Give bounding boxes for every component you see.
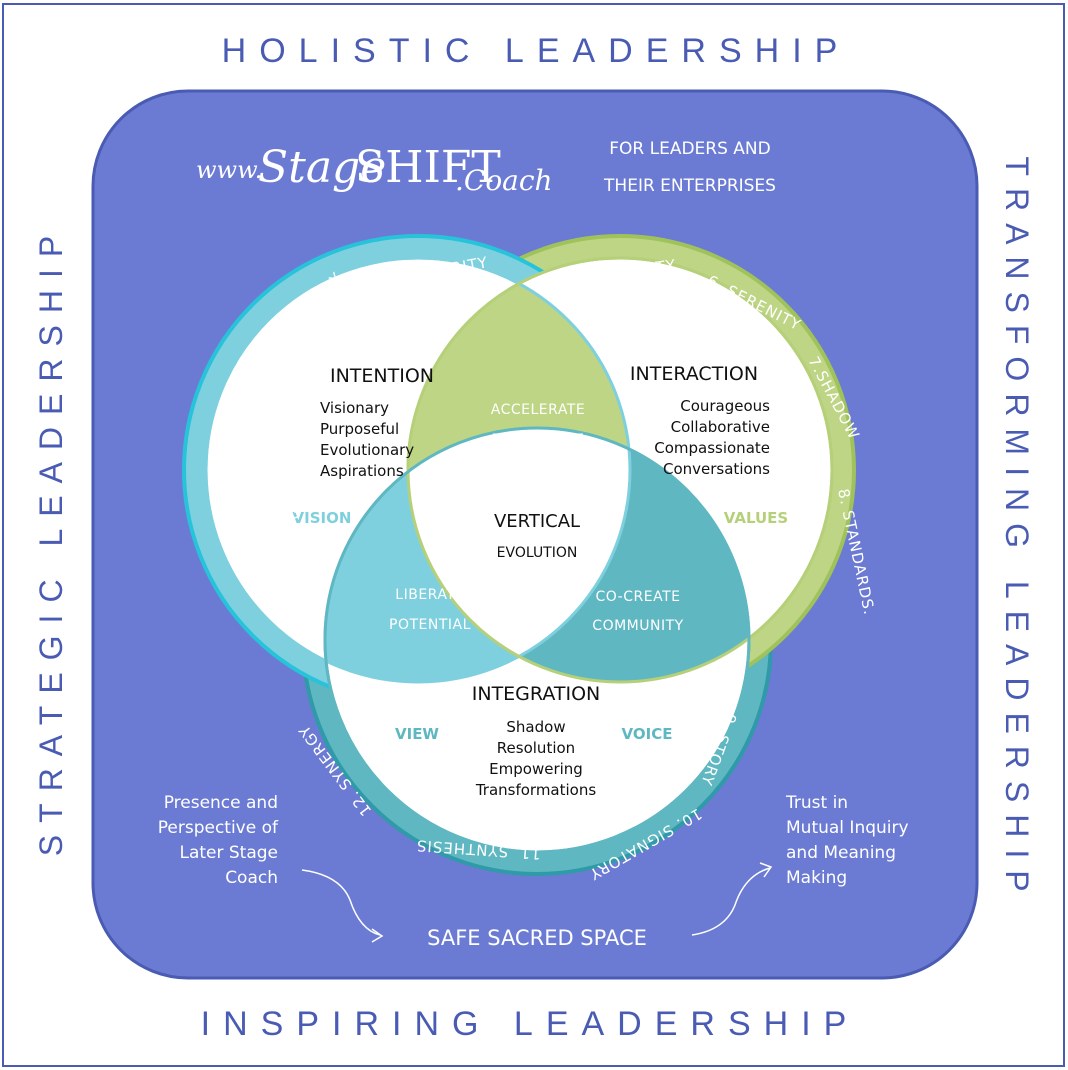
title-left: STRATEGIC LEADERSHIP — [33, 224, 69, 856]
values-word: VALUES — [724, 509, 788, 527]
view-word: VIEW — [395, 725, 439, 743]
presence-line-3: Later Stage — [179, 843, 278, 863]
interaction-line-4: Conversations — [663, 460, 770, 478]
intention-outline — [204, 256, 632, 684]
interaction-line-3: Compassionate — [654, 439, 770, 457]
lens-right-line-2: COMMUNITY — [592, 618, 683, 634]
integration-line-4: Transformations — [475, 781, 597, 799]
lens-right-line-1: CO-CREATE — [596, 589, 681, 605]
svg-text:Stage: Stage — [258, 142, 386, 193]
trust-line-1: Trust in — [785, 793, 848, 813]
title-bottom: INSPIRING LEADERSHIP — [201, 1005, 860, 1043]
arrow-left-icon — [301, 869, 384, 943]
interaction-line-2: Collaborative — [671, 418, 770, 436]
lens-left-line-2: POTENTIAL — [389, 617, 471, 633]
core-subtitle: EVOLUTION — [497, 545, 578, 561]
vision-word: VISION — [293, 509, 352, 527]
integration-outline — [323, 426, 751, 854]
title-top: HOLISTIC LEADERSHIP — [222, 32, 851, 70]
integration-line-1: Shadow — [506, 718, 565, 736]
interaction-title: INTERACTION — [630, 363, 758, 385]
intention-line-2: Purposeful — [320, 420, 399, 438]
intention-line-1: Visionary — [320, 399, 389, 417]
title-right: TRANSFORMING LEADERSHIP — [999, 156, 1035, 903]
interaction-line-1: Courageous — [680, 397, 770, 415]
svg-text:SHIFT: SHIFT — [355, 142, 501, 193]
trust-line-3: and Meaning — [786, 843, 896, 863]
presence-line-2: Perspective of — [158, 818, 279, 838]
tagline-line-2: THEIR ENTERPRISES — [603, 176, 776, 196]
voice-word: VOICE — [622, 725, 673, 743]
core-center — [407, 428, 631, 683]
trust-line-2: Mutual Inquiry — [786, 818, 909, 838]
presence-line-4: Coach — [225, 868, 278, 888]
integration-title: INTEGRATION — [472, 683, 600, 705]
safe-sacred-space: SAFE SACRED SPACE — [427, 926, 647, 950]
lens-left-line-1: LIBERATE — [395, 587, 464, 603]
presence-line-1: Presence and — [164, 793, 278, 813]
intention-title: INTENTION — [330, 365, 434, 387]
lens-top-line-2: EMERGENCE — [492, 432, 585, 448]
trust-line-4: Making — [786, 868, 847, 888]
intention-line-4: Aspirations — [320, 462, 404, 480]
svg-text:www.: www. — [196, 156, 262, 184]
integration-line-2: Resolution — [497, 739, 575, 757]
tagline-line-1: FOR LEADERS AND — [609, 139, 771, 159]
lens-top-line-1: ACCELERATE — [491, 402, 585, 418]
integration-line-3: Empowering — [489, 760, 583, 778]
arrow-right-icon — [691, 862, 773, 936]
stageshift-logo: www. Stage SHIFT .Coach — [196, 142, 553, 197]
intention-line-3: Evolutionary — [320, 441, 414, 459]
svg-text:.Coach: .Coach — [455, 164, 553, 197]
core-title: VERTICAL — [494, 511, 580, 532]
